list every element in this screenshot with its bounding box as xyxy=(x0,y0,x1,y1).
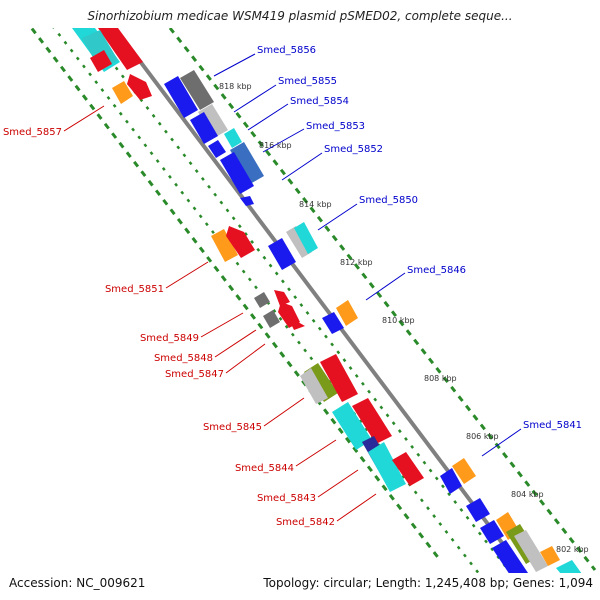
inner-dotted-track xyxy=(29,28,442,561)
gene-block-orange xyxy=(452,458,476,484)
leader-line xyxy=(213,53,256,77)
outer-dotted-track xyxy=(168,28,597,571)
leader-line xyxy=(317,203,358,231)
gene-block-silver xyxy=(286,226,312,258)
gene-block-red xyxy=(392,452,424,486)
gene-block-blue xyxy=(190,112,218,144)
gene-block-blue xyxy=(466,498,490,522)
gene-block-blue xyxy=(440,468,462,494)
gene-label[interactable]: Smed_5857 xyxy=(3,127,62,138)
gene-label[interactable]: Smed_5853 xyxy=(306,121,365,132)
gene-label[interactable]: Smed_5856 xyxy=(257,45,316,56)
gene-block-red xyxy=(352,398,392,444)
gene-block-red xyxy=(288,318,305,330)
gene-block-cyan xyxy=(294,222,318,254)
gene-label[interactable]: Smed_5846 xyxy=(407,265,466,276)
gene-block-silver xyxy=(198,104,228,138)
gene-block-orange xyxy=(336,300,358,326)
gene-block-red xyxy=(226,226,255,258)
kbp-tick-label: 808 kbp xyxy=(424,374,457,383)
kbp-tick-label: 812 kbp xyxy=(340,258,373,267)
kbp-tick-label: 810 kbp xyxy=(382,316,415,325)
kbp-tick-label: 814 kbp xyxy=(299,200,332,209)
gene-block-red xyxy=(98,28,143,70)
map-title: Sinorhizobium medicae WSM419 plasmid pSM… xyxy=(87,9,513,23)
gene-block-red xyxy=(90,50,112,72)
leader-line xyxy=(263,397,305,427)
gene-label[interactable]: Smed_5854 xyxy=(290,96,349,107)
gene-label[interactable]: Smed_5848 xyxy=(154,353,213,364)
gene-label[interactable]: Smed_5843 xyxy=(257,493,316,504)
gene-block-blue xyxy=(492,540,528,573)
gene-block-silver xyxy=(300,368,328,404)
gene-label[interactable]: Smed_5847 xyxy=(165,369,224,380)
kbp-tick-label: 806 kbp xyxy=(466,432,499,441)
gene-label[interactable]: Smed_5842 xyxy=(276,517,335,528)
leader-line xyxy=(233,84,277,113)
gene-block-blue xyxy=(480,520,504,544)
gene-block-grey xyxy=(180,70,214,110)
gene-block-silver xyxy=(514,530,548,572)
topology-label: Topology: circular; Length: 1,245,408 bp… xyxy=(263,576,593,590)
leader-line xyxy=(63,105,105,132)
leader-line xyxy=(317,469,359,498)
gene-label[interactable]: Smed_5841 xyxy=(523,420,582,431)
gene-block-blue xyxy=(322,312,344,334)
gene-block-red xyxy=(274,290,290,306)
gene-label[interactable]: Smed_5855 xyxy=(278,76,337,87)
accession-label: Accession: NC_009621 xyxy=(9,576,146,590)
leader-line xyxy=(214,329,257,358)
gene-label[interactable]: Smed_5850 xyxy=(359,195,418,206)
leader-line xyxy=(295,439,337,467)
gene-block-blue xyxy=(240,196,254,206)
gene-block-cyan xyxy=(224,128,242,148)
gene-block-orange xyxy=(211,229,238,262)
gene-label[interactable]: Smed_5852 xyxy=(324,144,383,155)
gene-label[interactable]: Smed_5849 xyxy=(140,333,199,344)
leader-line xyxy=(281,152,323,181)
gene-label[interactable]: Smed_5844 xyxy=(235,463,294,474)
gene-block-red xyxy=(127,74,152,100)
gene-block-cyan xyxy=(332,402,372,450)
leader-line xyxy=(165,261,209,289)
gene-block-steelblue xyxy=(230,142,264,184)
gene-block-orange xyxy=(540,546,560,566)
leader-line xyxy=(365,272,406,301)
gene-block-red xyxy=(320,354,358,402)
leader-line xyxy=(336,493,377,522)
leader-line xyxy=(247,103,289,131)
gene-block-blue xyxy=(164,76,198,118)
gene-block-blue xyxy=(220,152,254,194)
leader-line xyxy=(262,128,305,153)
kbp-tick-label: 804 kbp xyxy=(511,490,544,499)
kbp-tick-label: 802 kbp xyxy=(556,545,589,554)
gene-label[interactable]: Smed_5851 xyxy=(105,284,164,295)
gene-block-blue xyxy=(208,140,226,158)
leader-line xyxy=(200,312,244,338)
leader-line xyxy=(225,343,266,374)
gene-block-cyan xyxy=(556,560,582,573)
gene-block-cyan xyxy=(368,442,406,492)
gene-block-orange xyxy=(112,81,133,104)
gene-label[interactable]: Smed_5845 xyxy=(203,422,262,433)
kbp-tick-label: 818 kbp xyxy=(219,82,252,91)
gene-block-grey xyxy=(254,292,270,308)
gene-block-grey xyxy=(263,310,280,328)
leader-line xyxy=(481,428,522,457)
gene-block-blue xyxy=(268,238,296,270)
